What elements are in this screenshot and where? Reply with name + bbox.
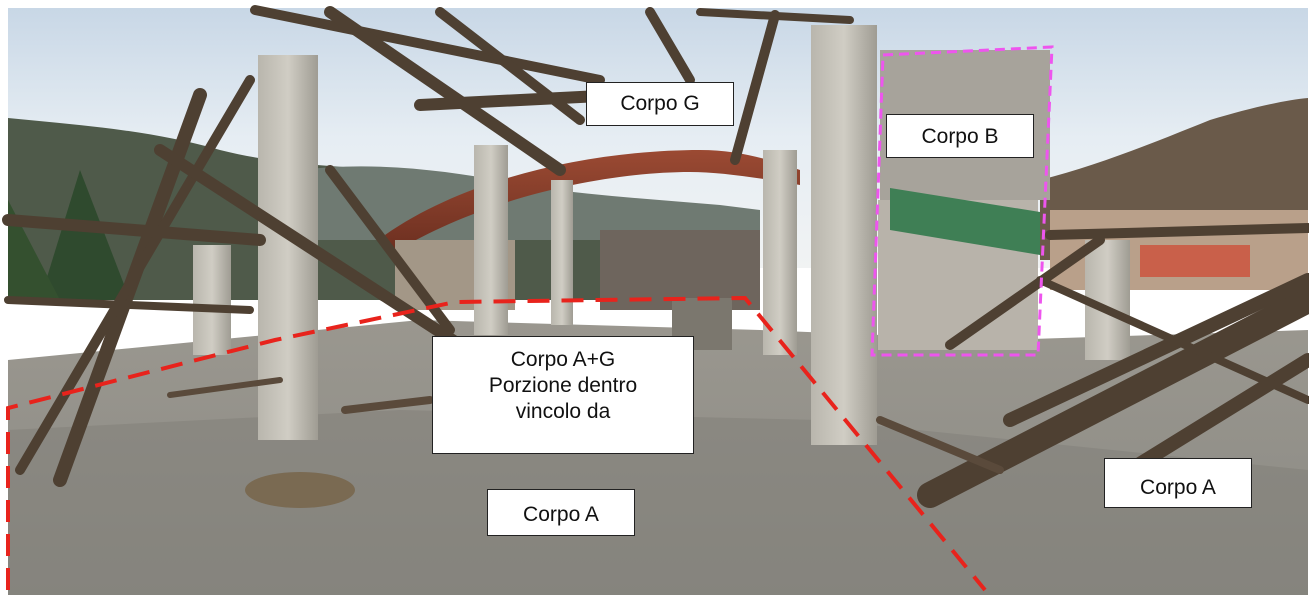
label-corpo-a-center: Corpo A [487,489,635,536]
label-corpo-g: Corpo G [586,82,734,126]
tree-left [40,170,130,300]
label-corpo-a-right: Corpo A [1104,458,1252,508]
label-corpo-g-text: Corpo G [620,92,700,115]
background-roof [385,150,800,252]
column-4 [763,150,797,355]
column-3 [551,180,573,325]
fallen-beams [167,377,1004,474]
label-corpo-a-right-text: Corpo A [1140,476,1216,499]
green-awning [890,188,1040,255]
boundary-corpo-b [870,45,1054,357]
label-corpo-ag: Corpo A+G Porzione dentro vincolo da [432,336,694,454]
label-corpo-ag-line1: Corpo A+G [510,348,616,371]
label-corpo-ag-line2: Porzione dentro [488,374,638,397]
label-corpo-b-text: Corpo B [921,125,999,148]
label-corpo-a-center-text: Corpo A [523,503,599,526]
label-corpo-b: Corpo B [886,114,1034,158]
column-5 [811,25,877,445]
dry-shrub [245,472,355,508]
concrete-floor [8,320,1308,595]
label-corpo-ag-line3: vincolo da [515,400,611,423]
red-roof-building [1140,245,1250,277]
wooden-beams [2,5,1309,508]
column-6 [193,245,231,355]
column-2 [474,145,508,335]
boundary-corpo-ag [6,295,987,592]
